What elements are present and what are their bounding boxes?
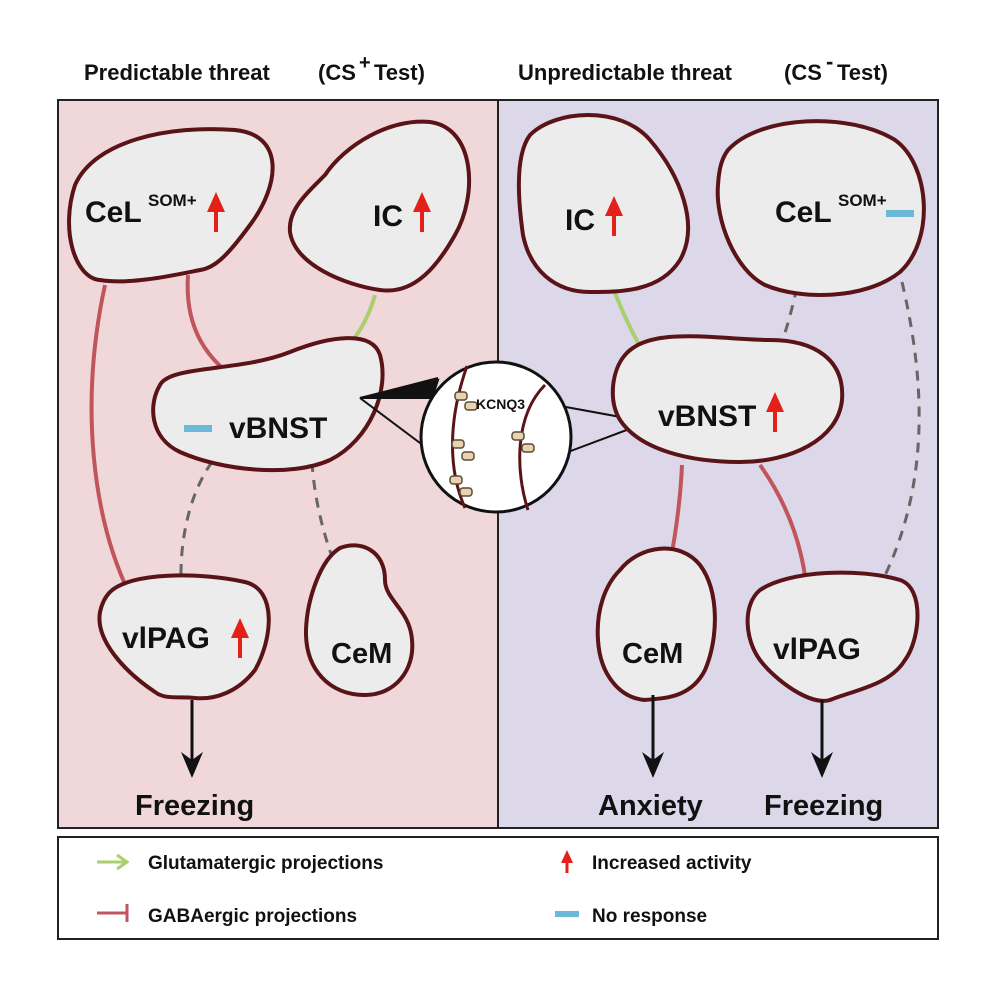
left-ic-region bbox=[287, 119, 472, 293]
right-anxiety-arrow bbox=[642, 695, 664, 778]
left-title-main: Predictable threat bbox=[84, 60, 271, 85]
right-cem-label: CeM bbox=[622, 638, 683, 670]
right-title-test: Test) bbox=[837, 60, 888, 85]
left-ic-label: IC bbox=[373, 200, 403, 233]
left-vlpag-region bbox=[97, 573, 271, 701]
left-title-test: Test) bbox=[374, 60, 425, 85]
legend-no-response: No response bbox=[555, 906, 707, 927]
right-cel-label: CeL SOM+ bbox=[775, 191, 887, 229]
right-ic-increase-icon bbox=[605, 196, 623, 236]
left-vlpag-label: vlPAG bbox=[122, 622, 210, 655]
left-ic-increase-icon bbox=[413, 192, 431, 232]
right-cel-som: SOM+ bbox=[838, 191, 887, 210]
left-cel-increase-icon bbox=[207, 192, 225, 232]
no-response-dash-icon bbox=[555, 911, 579, 917]
right-vlpag-region bbox=[745, 570, 920, 703]
right-cel-region bbox=[715, 119, 926, 297]
left-cel-vlpag-projection bbox=[89, 284, 137, 606]
right-ic-label: IC bbox=[565, 204, 595, 237]
right-vbnst-increase-icon bbox=[766, 392, 784, 432]
increase-arrow-icon bbox=[561, 850, 573, 873]
kcnq3-channel-icon bbox=[449, 391, 535, 497]
right-cel-no-response-icon bbox=[886, 210, 914, 217]
left-title-sup: + bbox=[359, 52, 371, 74]
left-cel-som: SOM+ bbox=[148, 191, 197, 210]
right-panel-title: Unpredictable threat (CS - Test) bbox=[518, 49, 888, 85]
left-cel-region bbox=[67, 127, 275, 284]
right-cel-vlpag-projection bbox=[863, 281, 921, 613]
right-title-sup: - bbox=[826, 49, 833, 74]
right-vbnst-region bbox=[610, 334, 845, 465]
right-cel-name: CeL bbox=[775, 196, 832, 229]
right-vbnst-label: vBNST bbox=[658, 400, 756, 433]
right-anxiety-label: Anxiety bbox=[598, 790, 703, 822]
left-cem-label: CeM bbox=[331, 638, 392, 670]
legend-gabaergic-text: GABAergic projections bbox=[148, 906, 357, 927]
kcnq3-label: KCNQ3 bbox=[476, 396, 525, 412]
legend-glutamatergic-text: Glutamatergic projections bbox=[148, 853, 383, 874]
left-vlpag-increase-icon bbox=[231, 618, 249, 658]
left-freezing-arrow bbox=[181, 700, 203, 778]
left-panel-title: Predictable threat (CS + Test) bbox=[84, 52, 425, 85]
right-freezing-label: Freezing bbox=[764, 790, 883, 822]
right-freezing-arrow bbox=[811, 700, 833, 778]
left-title-cs: (CS bbox=[318, 60, 356, 85]
right-cem-region bbox=[595, 546, 717, 703]
right-title-cs: (CS bbox=[784, 60, 822, 85]
left-cel-name: CeL bbox=[85, 196, 142, 229]
legend-increased-text: Increased activity bbox=[592, 853, 752, 874]
legend-glutamatergic: Glutamatergic projections bbox=[97, 853, 383, 874]
right-vlpag-label: vlPAG bbox=[773, 633, 861, 666]
legend-no-response-text: No response bbox=[592, 906, 707, 927]
left-cel-label: CeL SOM+ bbox=[85, 191, 197, 229]
left-vbnst-label: vBNST bbox=[229, 412, 327, 445]
kcnq3-inset bbox=[419, 360, 573, 514]
right-title-main: Unpredictable threat bbox=[518, 60, 733, 85]
inset-membrane-right bbox=[518, 383, 547, 511]
left-freezing-label: Freezing bbox=[135, 790, 254, 822]
legend-gabaergic: GABAergic projections bbox=[97, 904, 357, 927]
left-vbnst-no-response-icon bbox=[184, 425, 212, 432]
right-ic-region bbox=[516, 113, 690, 295]
legend-increased: Increased activity bbox=[561, 850, 752, 874]
legend-box bbox=[57, 836, 939, 940]
left-vbnst-region bbox=[151, 336, 385, 473]
left-cem-region bbox=[303, 543, 415, 698]
